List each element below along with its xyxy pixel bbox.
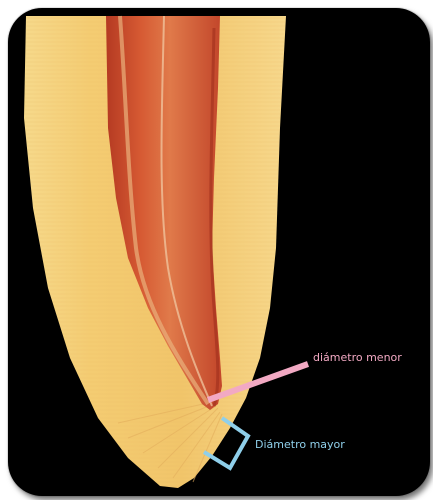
tooth-root-illustration [8,8,430,496]
major-diameter-label: Diámetro mayor [255,438,345,451]
minor-diameter-label: diámetro menor [313,351,402,364]
image-frame: diámetro menor Diámetro mayor [8,8,430,496]
